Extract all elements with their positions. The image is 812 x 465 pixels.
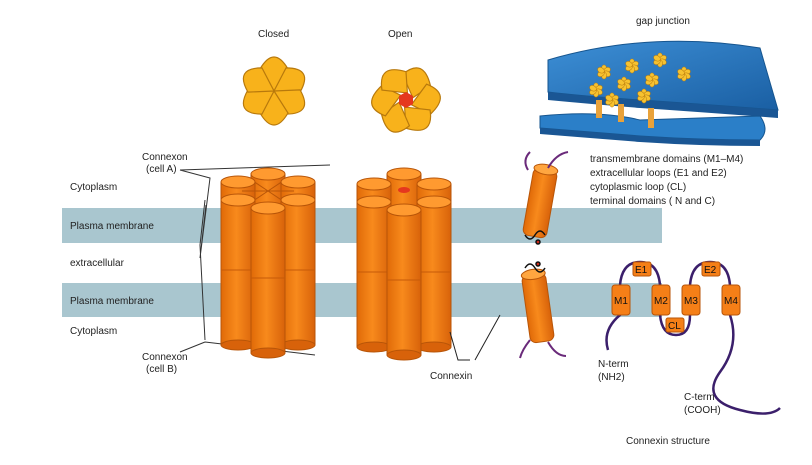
connexin-subunit-top bbox=[522, 163, 559, 239]
loop-cl-box bbox=[665, 317, 685, 333]
connexon-a-sub-label: (cell A) bbox=[146, 164, 177, 175]
connexon-b-sub-label: (cell B) bbox=[146, 364, 177, 375]
segment-m1-label: M1 bbox=[614, 296, 628, 307]
connexon-bracket-left bbox=[199, 199, 206, 341]
connexin-label: Connexin bbox=[430, 371, 472, 382]
n-term-sub-label: (NH2) bbox=[598, 372, 625, 383]
open-pore bbox=[399, 92, 413, 108]
gap-junction-connexon bbox=[589, 82, 603, 98]
gap-junction-connexon bbox=[617, 76, 631, 92]
extracellular-label: extracellular bbox=[70, 258, 125, 269]
connexon-cylinder bbox=[416, 201, 452, 348]
closed-label: Closed bbox=[258, 29, 289, 40]
connexon-a-bracket bbox=[179, 164, 331, 259]
gap-junction-connexon bbox=[645, 72, 659, 88]
gap-junction-connexon bbox=[653, 52, 667, 68]
segment-m4-label: M4 bbox=[724, 296, 738, 307]
connexon-cylinder bbox=[220, 199, 256, 346]
gap-junction-connexon bbox=[637, 88, 651, 104]
connexon-cylinder bbox=[386, 209, 422, 356]
connexin-top-loops bbox=[524, 230, 546, 245]
connexin-bottom-loops bbox=[524, 261, 546, 273]
segment-m3-label: M3 bbox=[684, 296, 698, 307]
connexin-top-tail bbox=[524, 151, 569, 171]
n-term-label: N-term bbox=[598, 359, 629, 370]
gap-junction-channels bbox=[596, 100, 654, 128]
loop-e2-label: E2 bbox=[704, 265, 717, 276]
c-term-sub-label: (COOH) bbox=[684, 405, 721, 416]
legend-extracellular-loops: extracellular loops (E1 and E2) bbox=[590, 168, 727, 179]
gap-junction-bottom-edge bbox=[540, 128, 760, 146]
closed-petal bbox=[242, 67, 275, 93]
loop-e2-box bbox=[701, 261, 721, 277]
cytoplasm-bottom-label: Cytoplasm bbox=[70, 326, 117, 337]
gap-junction-illustration bbox=[539, 40, 779, 146]
closed-connexon-3d bbox=[220, 167, 316, 359]
connexon-cylinder bbox=[280, 199, 316, 346]
open-connexon-3d bbox=[356, 167, 452, 361]
loop-e1-label: E1 bbox=[635, 265, 648, 276]
connexin-structure-caption: Connexin structure bbox=[626, 436, 710, 447]
loop-cl-label: CL bbox=[668, 321, 681, 332]
plasma-membrane-bottom-label: Plasma membrane bbox=[70, 296, 154, 307]
legend-cytoplasmic-loop: cytoplasmic loop (CL) bbox=[590, 182, 686, 193]
connexin-subunit-bottom bbox=[520, 268, 555, 344]
connexin-structure-topology: M1 M2 M3 M4 E1 E2 CL N-term (NH2) C-term… bbox=[598, 260, 781, 447]
open-connexon-pore bbox=[398, 187, 410, 193]
gap-junction-label: gap junction bbox=[636, 16, 690, 27]
segment-m3 bbox=[681, 284, 701, 316]
legend-terminal-domains: terminal domains ( N and C) bbox=[590, 196, 715, 207]
open-connexon-top-view bbox=[371, 67, 441, 133]
segment-m2-label: M2 bbox=[654, 296, 668, 307]
connexin-bottom-tail bbox=[519, 339, 567, 359]
loop-e1-box bbox=[632, 261, 652, 277]
cytoplasm-top-label: Cytoplasm bbox=[70, 182, 117, 193]
plasma-membrane-top-label: Plasma membrane bbox=[70, 221, 154, 232]
connexon-cylinder bbox=[250, 207, 286, 354]
connexon-b-label: Connexon bbox=[142, 352, 188, 363]
gap-junction-connexon bbox=[605, 92, 619, 108]
connexin-pointer-lines bbox=[449, 314, 501, 361]
segment-m4 bbox=[721, 284, 741, 316]
segment-m1 bbox=[611, 284, 631, 316]
open-label: Open bbox=[388, 29, 412, 40]
closed-connexon-top-view bbox=[242, 56, 306, 126]
legend-transmembrane: transmembrane domains (M1–M4) bbox=[590, 154, 743, 165]
gap-junction-connexon bbox=[677, 66, 691, 82]
gap-junction-connexon bbox=[597, 64, 611, 80]
connexon-cylinder bbox=[356, 201, 392, 348]
open-petal bbox=[380, 69, 409, 94]
c-term-label: C-term bbox=[684, 392, 715, 403]
segment-m2 bbox=[651, 284, 671, 316]
connexon-a-label: Connexon bbox=[142, 152, 188, 163]
gap-junction-connexon bbox=[625, 58, 639, 74]
